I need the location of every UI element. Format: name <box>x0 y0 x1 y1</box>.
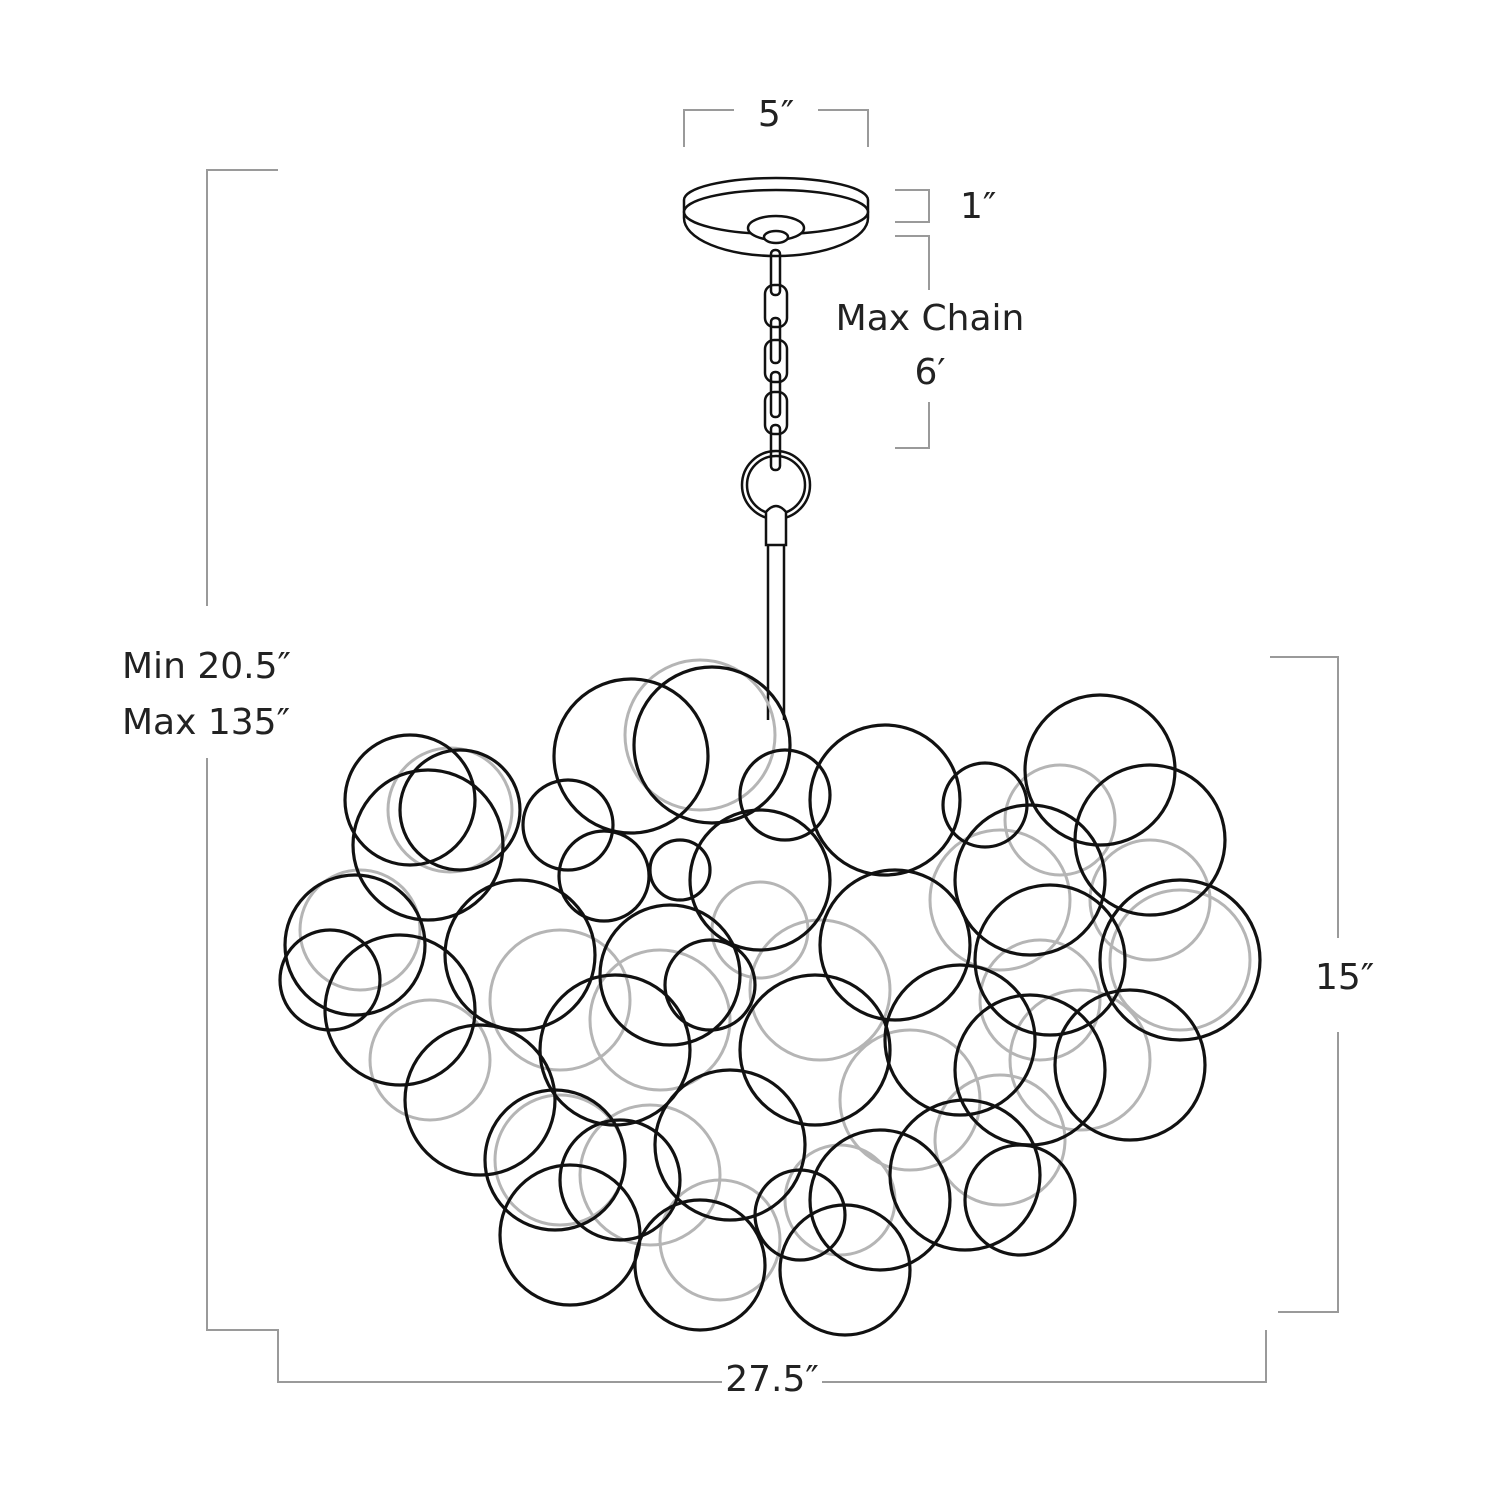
bubble <box>738 748 832 842</box>
overall-height-min-label: Min 20.5″ <box>122 646 291 687</box>
bubble <box>1003 763 1117 877</box>
overall-height-max-label: Max 135″ <box>122 702 291 743</box>
bubble <box>973 883 1127 1037</box>
canopy <box>682 176 870 258</box>
dimension-lines <box>206 109 1339 1383</box>
bubble <box>1098 878 1262 1042</box>
bubble <box>963 1143 1077 1257</box>
bubble <box>818 868 972 1022</box>
bubble <box>663 938 757 1032</box>
canopy-height-label: 1″ <box>960 186 997 227</box>
bubble <box>1008 988 1152 1132</box>
bubble <box>1108 888 1252 1032</box>
bubble <box>323 933 477 1087</box>
bubble <box>738 973 892 1127</box>
chain <box>740 248 812 720</box>
bubble <box>928 828 1072 972</box>
bubble <box>1073 763 1227 917</box>
bubble <box>552 677 710 835</box>
bubble <box>710 880 810 980</box>
bubble <box>808 723 962 877</box>
bubble <box>883 963 1037 1117</box>
chain-bracket <box>895 235 930 449</box>
canopy-width-label: 5″ <box>757 94 795 135</box>
bubble <box>623 658 777 812</box>
bubble <box>933 1073 1067 1207</box>
bubble <box>558 1118 682 1242</box>
bubble <box>753 1168 847 1262</box>
max-chain-label: Max Chain <box>835 298 1025 339</box>
body-width-label: 27.5″ <box>725 1359 819 1400</box>
bubble <box>283 873 427 1017</box>
bubble <box>298 868 422 992</box>
bubble <box>1023 693 1177 847</box>
bubble <box>778 1203 912 1337</box>
bubble <box>278 928 382 1032</box>
bubble <box>1088 838 1212 962</box>
bubble <box>978 938 1102 1062</box>
bubble <box>443 878 597 1032</box>
bubble <box>588 948 732 1092</box>
bubble <box>653 1068 807 1222</box>
bubble <box>578 1103 722 1247</box>
canopy-width-bracket <box>683 109 869 147</box>
bubble <box>398 748 522 872</box>
bubble <box>633 1198 767 1332</box>
bubble <box>493 1093 627 1227</box>
bubble <box>488 928 632 1072</box>
bubble <box>368 998 492 1122</box>
body-height-label: 15″ <box>1315 957 1375 998</box>
bubble <box>483 1088 627 1232</box>
body-height-bracket <box>1270 656 1339 1313</box>
bubble <box>648 838 712 902</box>
bubble <box>888 1098 1042 1252</box>
bubble <box>521 778 615 872</box>
bubble <box>808 1128 952 1272</box>
bubble <box>343 733 477 867</box>
bubble <box>953 803 1107 957</box>
bubble <box>941 761 1029 849</box>
bubble <box>498 1163 642 1307</box>
canopy-height-bracket <box>895 189 930 223</box>
bubble <box>557 829 651 923</box>
bubble <box>748 918 892 1062</box>
max-chain-value: 6′ <box>914 352 946 393</box>
bubble <box>403 1023 557 1177</box>
bubble <box>632 665 792 825</box>
overall-height-bracket <box>206 169 1267 1383</box>
bubble <box>1053 988 1207 1142</box>
bubble <box>351 768 505 922</box>
front-bubbles <box>278 665 1262 1337</box>
bubble <box>658 1178 782 1302</box>
bubble <box>688 808 832 952</box>
